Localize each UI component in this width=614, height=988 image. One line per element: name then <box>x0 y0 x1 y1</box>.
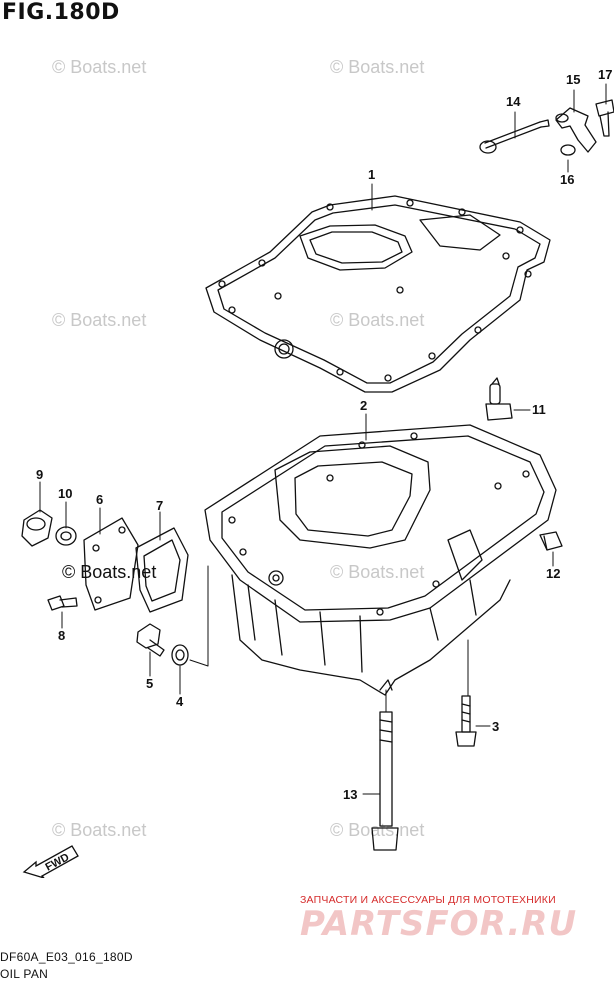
dipstick-part <box>479 119 550 154</box>
sensor-part <box>21 509 53 547</box>
diagram-name: OIL PAN <box>0 967 49 981</box>
callout-15: 15 <box>566 72 581 87</box>
gasket-part <box>205 195 551 393</box>
callout-11: 11 <box>532 402 546 417</box>
callout-13: 13 <box>343 787 358 802</box>
callout-9: 9 <box>36 467 44 482</box>
diagram-code: DF60A_E03_016_180D <box>0 950 133 964</box>
callout-5: 5 <box>146 676 154 691</box>
callout-6: 6 <box>96 492 104 507</box>
bolt-13-part <box>371 711 399 851</box>
ad-logo: PARTSFOR.RU <box>300 904 578 944</box>
watermark: © Boats.net <box>330 310 425 330</box>
watermark: © Boats.net <box>52 57 147 77</box>
ad-tagline: ЗАПЧАСТИ И АКСЕССУАРЫ ДЛЯ МОТОТЕХНИКИ <box>300 894 556 906</box>
oil-pan-part <box>204 424 557 696</box>
fitting-part <box>485 377 513 421</box>
washer-4-part <box>171 644 189 666</box>
callout-12: 12 <box>546 566 561 581</box>
callout-8: 8 <box>58 628 66 643</box>
figure-title: FIG.180D <box>2 0 120 25</box>
callout-7: 7 <box>156 498 164 513</box>
bolt-8-part <box>47 595 78 611</box>
cover-plate-part <box>83 517 139 611</box>
watermark: © Boats.net <box>52 820 147 840</box>
gasket-plate-part <box>135 527 189 613</box>
watermark: © Boats.net <box>52 310 147 330</box>
leader-lines <box>39 83 607 795</box>
plug-part <box>539 531 563 551</box>
bolt-17-part <box>595 99 614 137</box>
watermark: © Boats.net <box>330 57 425 77</box>
callout-10: 10 <box>58 486 73 501</box>
guide-tube-part <box>555 107 597 153</box>
callout-17: 17 <box>598 67 613 82</box>
washer-10-part <box>55 526 77 546</box>
drain-plug-part <box>136 623 165 657</box>
callout-3: 3 <box>492 719 500 734</box>
callout-1: 1 <box>368 167 376 182</box>
fwd-arrow-icon: FWD <box>22 845 79 878</box>
watermark: © Boats.net <box>330 820 425 840</box>
callout-4: 4 <box>176 694 184 709</box>
fwd-label: FWD <box>44 851 72 873</box>
bolt-3-part <box>455 695 477 747</box>
watermark: © Boats.net <box>330 562 425 582</box>
callout-14: 14 <box>506 94 521 109</box>
callout-2: 2 <box>360 398 368 413</box>
o-ring-part <box>560 144 576 156</box>
callout-16: 16 <box>560 172 575 187</box>
